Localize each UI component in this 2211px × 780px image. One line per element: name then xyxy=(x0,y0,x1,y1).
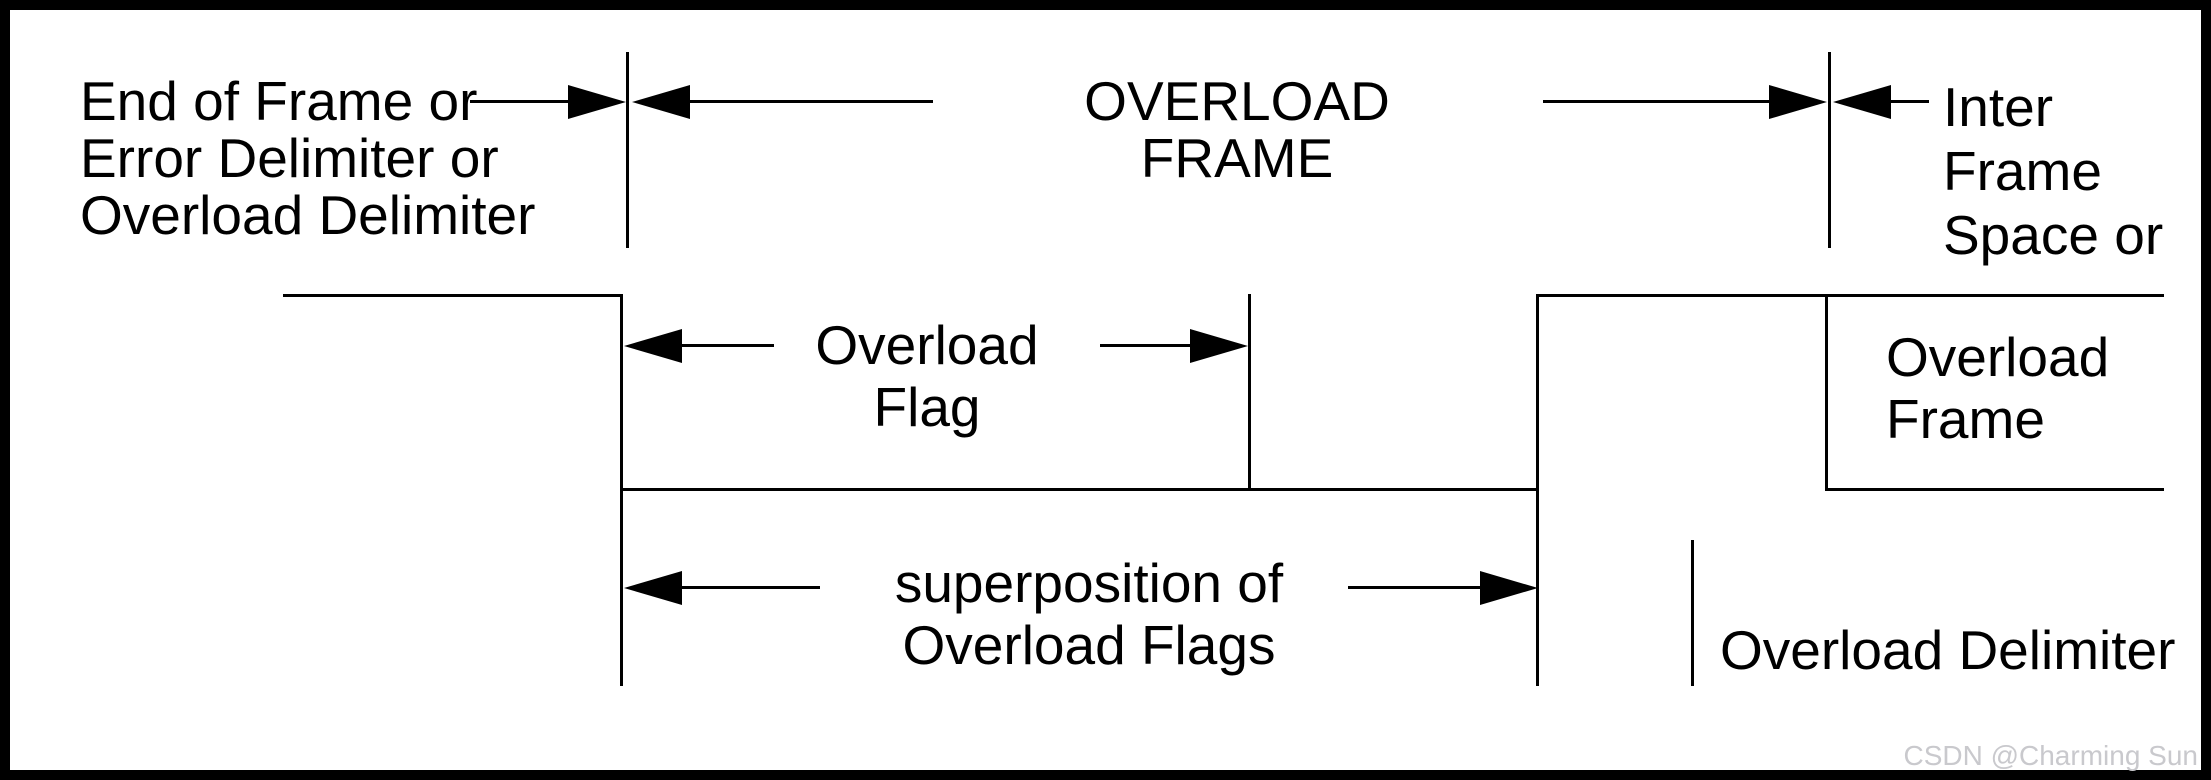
arrow-line-superposition-left xyxy=(682,586,820,589)
overload-delimiter-tick xyxy=(1691,540,1694,686)
inter-frame-space-label: Inter Frame Space or xyxy=(1943,76,2164,266)
overload-flag-label: Overload Flag xyxy=(815,314,1039,438)
superposition-label: superposition of Overload Flags xyxy=(894,552,1284,676)
arrow-line-flag-left xyxy=(682,344,774,347)
overload-frame-title: OVERLOAD FRAME xyxy=(1084,70,1390,189)
boundary-tick-right xyxy=(1828,52,1831,248)
overload-frame-box-label: Overload Frame xyxy=(1886,326,2110,450)
arrow-line-overload-frame-right xyxy=(1543,100,1769,103)
boundary-tick-left xyxy=(626,52,629,248)
waveform-bottom-line xyxy=(620,488,1539,491)
arrowhead-right-flag-icon xyxy=(1190,329,1248,363)
arrowhead-left-inter-frame-icon xyxy=(1833,85,1891,119)
overload-frame-box-bottom-line xyxy=(1825,488,2164,491)
overload-delimiter-label: Overload Delimiter xyxy=(1720,619,2176,681)
arrow-line-superposition-right xyxy=(1348,586,1482,589)
arrowhead-left-flag-icon xyxy=(624,329,682,363)
arrowhead-left-superposition-icon xyxy=(624,571,682,605)
overload-frame-box-left-line xyxy=(1825,294,1828,491)
arrow-line-inter-frame xyxy=(1891,100,1929,103)
arrow-line-overload-frame-left xyxy=(690,100,933,103)
arrow-line-flag-right xyxy=(1100,344,1192,347)
arrowhead-right-superposition-icon xyxy=(1480,571,1538,605)
end-of-frame-label: End of Frame or Error Delimiter or Overl… xyxy=(80,70,536,246)
overload-flag-end-tick xyxy=(1248,294,1251,491)
arrowhead-right-overload-frame-icon xyxy=(1769,85,1827,119)
waveform-right-vertical xyxy=(1536,294,1539,686)
waveform-top-left-line xyxy=(283,294,622,297)
arrowhead-left-overload-frame-icon xyxy=(632,85,690,119)
watermark: CSDN @Charming Sun xyxy=(1903,740,2198,771)
arrow-line-eof-to-tick xyxy=(470,100,570,103)
waveform-top-right-line xyxy=(1536,294,2164,297)
arrowhead-right-eof-icon xyxy=(568,85,626,119)
